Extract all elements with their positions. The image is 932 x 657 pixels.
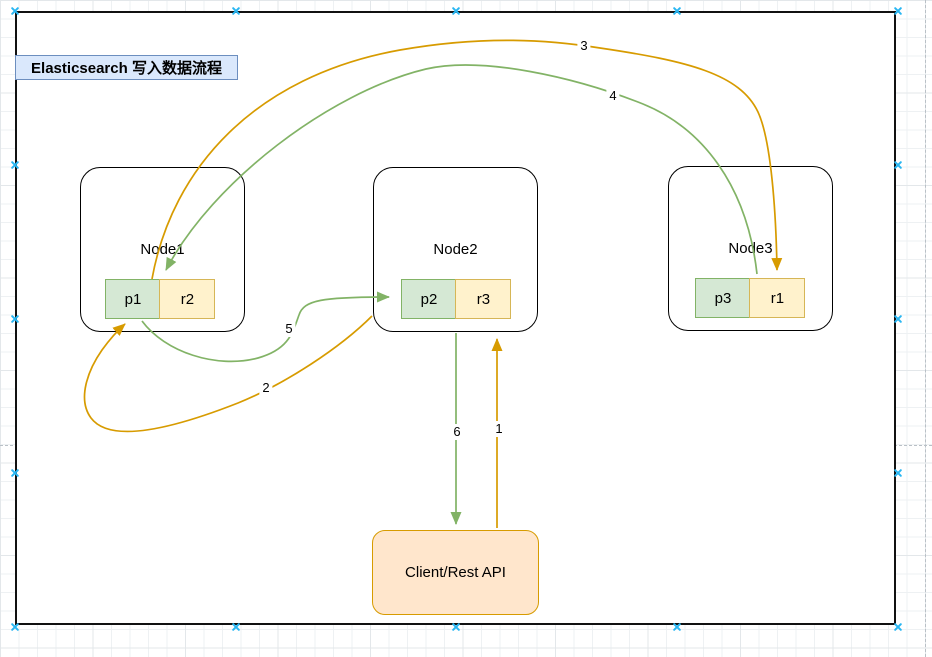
edge-step2-node2-to-p1[interactable]: [83, 315, 373, 433]
selection-handle[interactable]: [893, 622, 902, 631]
diagram-title-text: Elasticsearch 写入数据流程: [31, 60, 222, 77]
diagram-title-shape[interactable]: Elasticsearch 写入数据流程: [15, 55, 238, 80]
edge-label-step4[interactable]: 4: [606, 88, 620, 104]
edge-label-step3[interactable]: 3: [577, 38, 591, 54]
selection-handle[interactable]: [893, 314, 902, 323]
selection-handle[interactable]: [231, 622, 240, 631]
selection-handle[interactable]: [10, 468, 19, 477]
selection-handle[interactable]: [893, 468, 902, 477]
selection-handle[interactable]: [10, 160, 19, 169]
shard-r3[interactable]: r3: [455, 279, 512, 319]
node3-shape[interactable]: Node3 p3 r1: [668, 166, 833, 331]
edge-step3-p1-to-r1[interactable]: [151, 39, 783, 280]
edge-label-step6[interactable]: 6: [450, 424, 464, 440]
edge-step4-r1-to-p1[interactable]: [165, 64, 758, 275]
node2-shape[interactable]: Node2 p2 r3: [373, 167, 538, 332]
shard-r3-label: r3: [476, 290, 491, 308]
selection-handle[interactable]: [672, 622, 681, 631]
client-rest-api-shape[interactable]: Client/Rest API: [372, 530, 539, 615]
shard-r2-label: r2: [180, 290, 195, 308]
selection-handle[interactable]: [451, 6, 460, 15]
shard-p2-label: p2: [420, 290, 438, 308]
shard-r1-label: r1: [770, 289, 785, 307]
edge-label-step2[interactable]: 2: [259, 380, 273, 396]
selection-handle[interactable]: [10, 314, 19, 323]
client-rest-api-label: Client/Rest API: [405, 564, 506, 581]
selection-handle[interactable]: [10, 622, 19, 631]
node1-shape[interactable]: Node1 p1 r2: [80, 167, 245, 332]
node2-label: Node2: [433, 241, 478, 258]
edge-step5-p1-to-p2[interactable]: [141, 291, 390, 363]
node1-label: Node1: [140, 241, 185, 258]
selection-handle[interactable]: [893, 6, 902, 15]
edge-label-step5[interactable]: 5: [282, 321, 296, 337]
shard-r1[interactable]: r1: [749, 278, 806, 318]
selection-handle[interactable]: [451, 622, 460, 631]
page-break-line-vertical: [925, 0, 926, 657]
edge-label-step1[interactable]: 1: [492, 421, 506, 437]
shard-p1-label: p1: [124, 290, 142, 308]
shard-p2[interactable]: p2: [401, 279, 457, 319]
shard-r2[interactable]: r2: [159, 279, 216, 319]
selection-handle[interactable]: [231, 6, 240, 15]
shard-p3-label: p3: [714, 289, 732, 307]
selection-handle[interactable]: [10, 6, 19, 15]
selection-handle[interactable]: [672, 6, 681, 15]
shard-p3[interactable]: p3: [695, 278, 751, 318]
shard-p1[interactable]: p1: [105, 279, 161, 319]
selection-handle[interactable]: [893, 160, 902, 169]
node3-label: Node3: [728, 240, 773, 257]
